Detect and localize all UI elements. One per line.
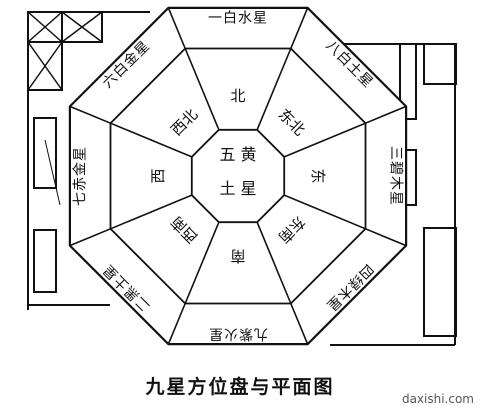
caption: 九星方位盘与平面图: [145, 376, 335, 398]
inner-divider: [283, 194, 366, 230]
inner-divider: [184, 48, 220, 131]
outer-divider: [365, 105, 407, 124]
plan-room-4: [423, 43, 457, 85]
center-line-1: 五 黄: [219, 145, 256, 164]
floor-plan-right: [318, 43, 457, 346]
direction-label: 西: [149, 168, 167, 183]
inner-divider: [256, 48, 292, 131]
floor-plan-left: [27, 11, 150, 310]
outer-divider: [290, 303, 309, 345]
outer-divider: [167, 303, 186, 345]
outer-divider: [365, 228, 407, 247]
plan-room-2: [33, 229, 57, 293]
plan-room-1: [33, 117, 57, 189]
inner-divider: [256, 221, 292, 304]
center-octagon: [190, 128, 286, 224]
plan-box-cross-2: [61, 11, 103, 43]
outer-divider: [290, 7, 309, 49]
direction-label: 南: [230, 247, 245, 265]
outer-divider: [167, 7, 186, 49]
direction-label: 北: [230, 87, 245, 105]
plan-room-6: [423, 227, 457, 337]
star-label: 九紫火星: [208, 326, 268, 342]
inner-ring-dividers: [110, 48, 366, 304]
inner-divider: [110, 194, 193, 230]
direction-label: 东: [309, 168, 327, 183]
center-label: 五 黄 土 星: [219, 145, 256, 198]
plan-box-cross-3: [27, 41, 63, 91]
star-label: 七赤金星: [72, 146, 88, 206]
inner-divider: [283, 122, 366, 158]
plan-room-3: [399, 43, 417, 120]
inner-divider: [184, 221, 220, 304]
star-label: 一白水星: [208, 10, 268, 26]
center-line-2: 土 星: [219, 179, 256, 198]
outer-divider: [69, 105, 111, 124]
outer-ring-dividers: [69, 7, 407, 345]
watermark: daxishi.com: [401, 392, 474, 406]
star-label: 三碧木星: [388, 146, 404, 206]
outer-divider: [69, 228, 111, 247]
inner-divider: [110, 122, 193, 158]
